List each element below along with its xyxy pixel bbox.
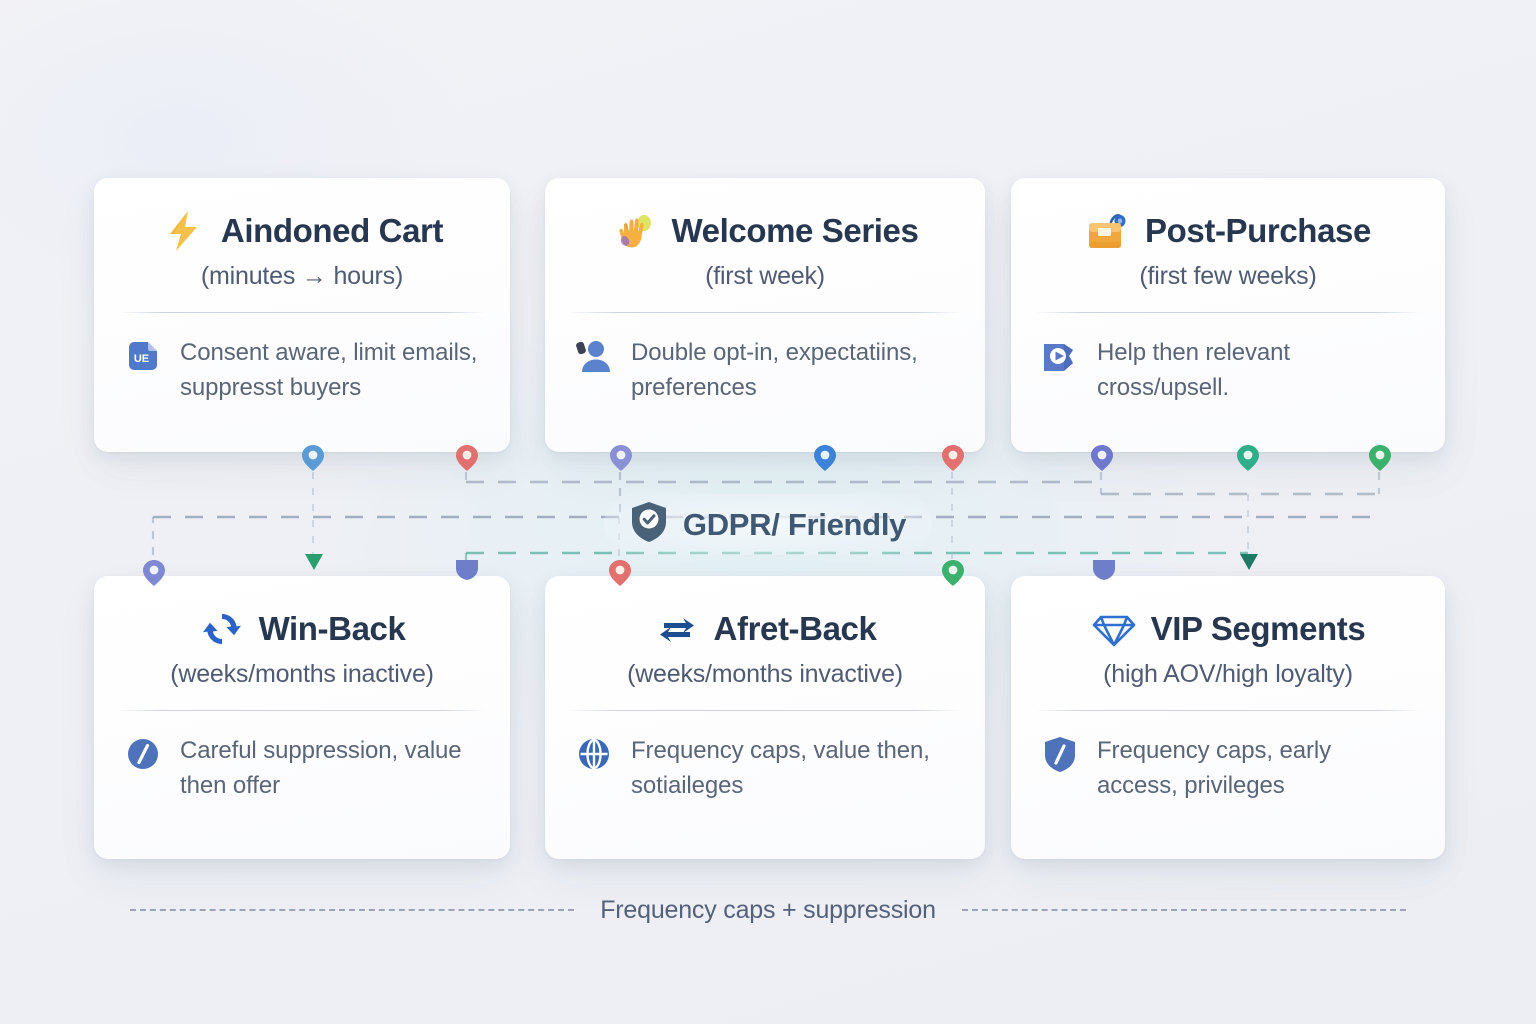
node-green-top-2[interactable]	[1367, 444, 1393, 472]
node-green-top-1[interactable]	[1235, 444, 1261, 472]
circle-slash-icon	[124, 735, 162, 773]
card-title: Post-Purchase	[1145, 211, 1371, 249]
gift-box-icon	[1085, 208, 1131, 254]
svg-text:UE: UE	[134, 353, 149, 365]
card-body: Frequency caps, value then, sotiaileges	[545, 711, 985, 834]
card-subtitle: (minutes → hours)	[200, 262, 404, 290]
ue-badge-icon: UE	[124, 337, 162, 375]
card-title-row: Win-Back	[120, 606, 484, 652]
node-red-top-2[interactable]	[940, 444, 966, 472]
node-shield-bot-2[interactable]	[1092, 560, 1116, 580]
card-afret-back[interactable]: Afret-Back (weeks/months invactive) Freq…	[545, 576, 985, 859]
shield-slash-icon	[1041, 735, 1079, 773]
node-violet-top-2[interactable]	[1089, 444, 1115, 472]
card-header: Post-Purchase (first few weeks)	[1011, 178, 1445, 291]
node-green-bot-1[interactable]	[940, 559, 966, 587]
card-title-row: Afret-Back	[571, 606, 959, 652]
footer-row: Frequency caps + suppression	[130, 893, 1406, 927]
play-folder-icon	[1041, 337, 1079, 375]
footer-dash-left	[130, 909, 575, 911]
card-body-text: Help then relevant cross/upsell.	[1097, 338, 1290, 402]
node-shield-bot-1[interactable]	[455, 560, 479, 580]
node-violet-bot-1[interactable]	[141, 559, 167, 587]
card-divider	[1035, 311, 1421, 313]
node-red-top-1[interactable]	[454, 444, 480, 472]
card-header: VIP Segments (high AOV/high loyalty)	[1011, 576, 1445, 689]
card-body-text: Consent aware, limit emails, suppresst b…	[180, 338, 478, 402]
diamond-icon	[1091, 606, 1137, 652]
card-title: Aindoned Cart	[220, 211, 444, 249]
node-red-bot-1[interactable]	[607, 559, 633, 587]
card-header: Aindoned Cart (minutes → hours)	[94, 178, 510, 291]
card-title-row: VIP Segments	[1037, 606, 1419, 652]
card-title: Afret-Back	[713, 609, 877, 647]
card-body: Help then relevant cross/upsell.	[1011, 313, 1445, 436]
node-blue-top-1[interactable]	[300, 444, 326, 472]
card-body-text: Frequency caps, value then, sotiaileges	[631, 736, 930, 800]
card-subtitle: (weeks/months invactive)	[627, 660, 903, 688]
card-divider	[118, 311, 486, 313]
card-title-row: Post-Purchase	[1037, 208, 1419, 254]
card-divider	[1035, 709, 1421, 711]
card-subtitle: (first few weeks)	[1139, 262, 1317, 290]
card-abandoned-cart[interactable]: Aindoned Cart (minutes → hours) UE Conse…	[94, 178, 510, 452]
node-arrow-down-2	[1239, 553, 1259, 571]
card-body: Careful suppression, value then offer	[94, 711, 510, 834]
node-violet-top-1[interactable]	[608, 444, 634, 472]
swap-arrows-icon	[654, 606, 700, 652]
card-title-row: Welcome Series	[571, 208, 959, 254]
card-header: Welcome Series (first week)	[545, 178, 985, 291]
card-subtitle: (weeks/months inactive)	[170, 660, 434, 688]
refresh-cycle-icon	[199, 606, 245, 652]
card-body-text: Frequency caps, early access, privileges	[1097, 736, 1332, 800]
card-body: UE Consent aware, limit emails, suppress…	[94, 313, 510, 436]
card-header: Afret-Back (weeks/months invactive)	[545, 576, 985, 689]
node-blue-top-2[interactable]	[812, 444, 838, 472]
card-divider	[118, 709, 486, 711]
card-header: Win-Back (weeks/months inactive)	[94, 576, 510, 689]
card-post-purchase[interactable]: Post-Purchase (first few weeks) Help the…	[1011, 178, 1445, 452]
lightning-bolt-icon	[161, 208, 207, 254]
card-divider	[569, 311, 961, 313]
card-subtitle: (first week)	[705, 262, 825, 290]
node-arrow-down-1	[304, 553, 324, 571]
card-body: Double opt-in, expectatiins, preferences	[545, 313, 985, 436]
footer-label: Frequency caps + suppression	[600, 895, 936, 924]
card-title: VIP Segments	[1150, 609, 1366, 647]
waving-hand-icon	[612, 208, 658, 254]
card-win-back[interactable]: Win-Back (weeks/months inactive) Careful…	[94, 576, 510, 859]
card-body-text: Double opt-in, expectatiins, preferences	[631, 338, 918, 402]
footer-dash-right	[961, 909, 1406, 911]
card-title: Welcome Series	[671, 211, 919, 249]
card-subtitle: (high AOV/high loyalty)	[1103, 660, 1353, 688]
card-vip-segments[interactable]: VIP Segments (high AOV/high loyalty) Fre…	[1011, 576, 1445, 859]
card-welcome-series[interactable]: Welcome Series (first week) Double opt-i…	[545, 178, 985, 452]
card-body-text: Careful suppression, value then offer	[180, 736, 462, 800]
card-title-row: Aindoned Cart	[120, 208, 484, 254]
globe-icon	[575, 735, 613, 773]
card-body: Frequency caps, early access, privileges	[1011, 711, 1445, 834]
card-divider	[569, 709, 961, 711]
user-profile-icon	[575, 337, 613, 375]
card-title: Win-Back	[258, 609, 406, 647]
